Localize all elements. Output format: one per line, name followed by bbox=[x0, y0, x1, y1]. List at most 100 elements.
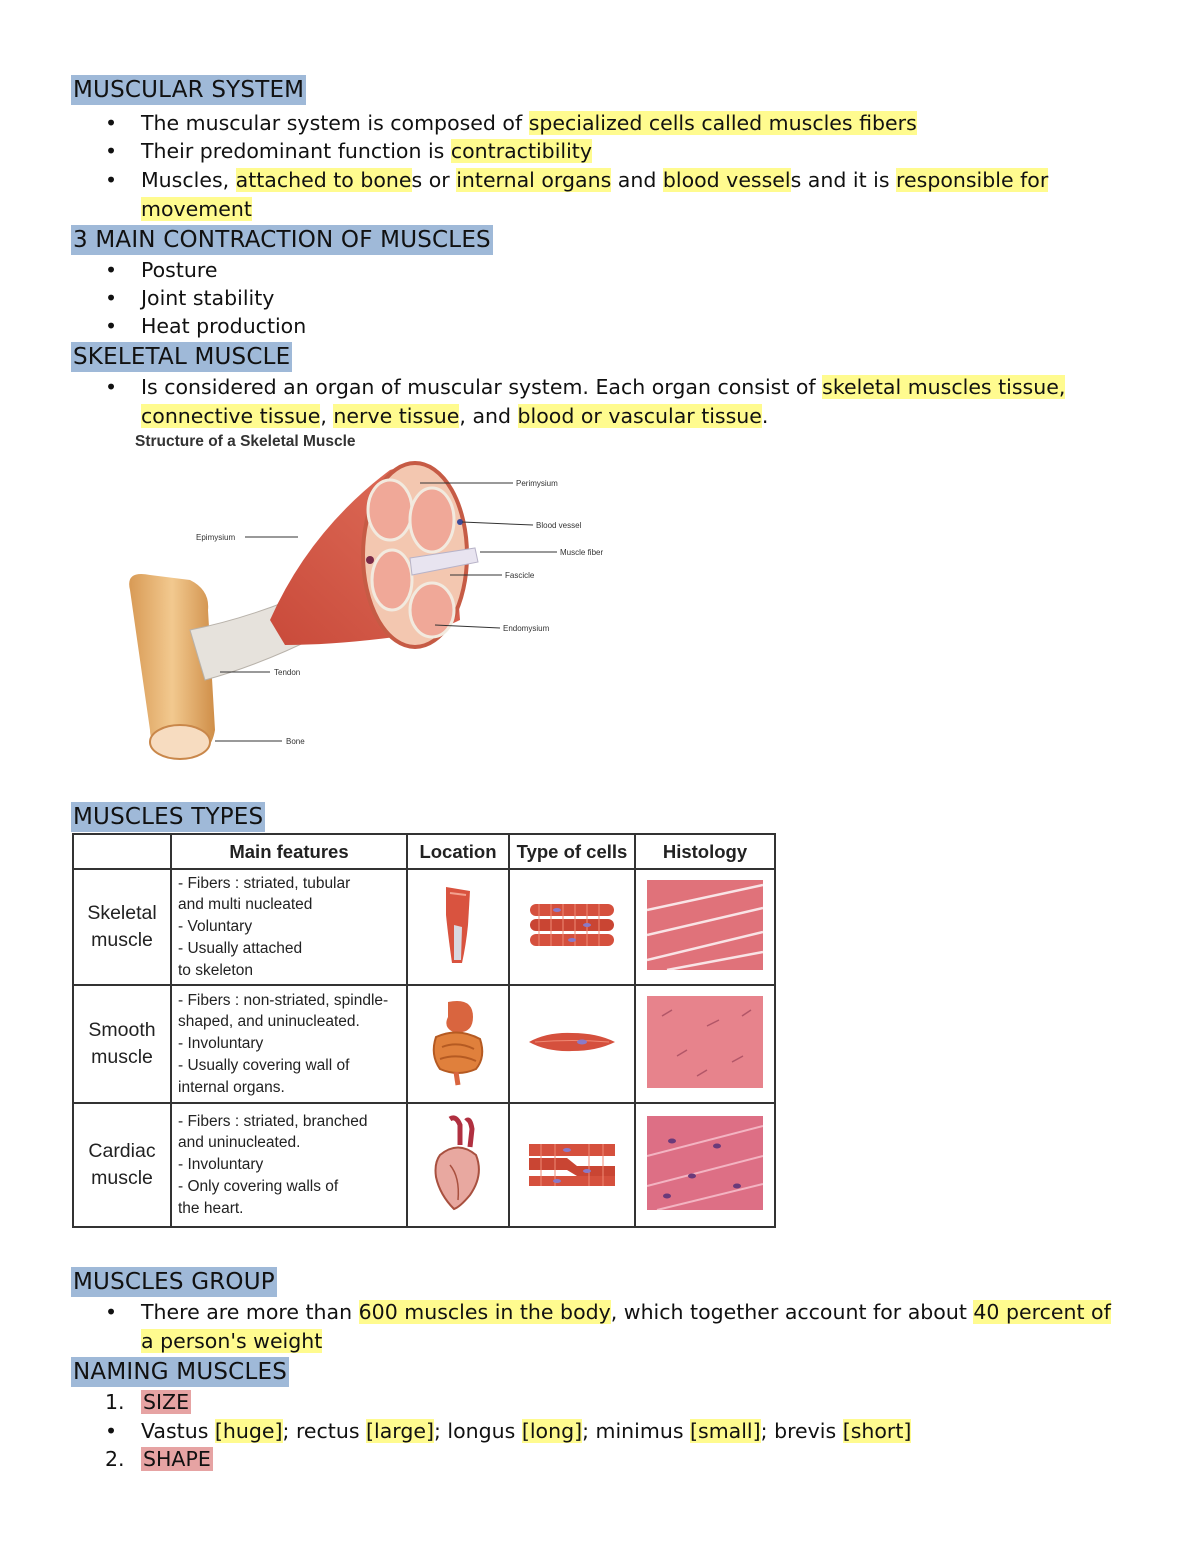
fascicle-4 bbox=[408, 581, 456, 639]
feature-line: to skeleton bbox=[178, 961, 253, 979]
fascicle-3 bbox=[370, 548, 414, 612]
label-muscle-fiber: Muscle fiber bbox=[560, 548, 603, 557]
text: Their predominant function is bbox=[141, 139, 451, 163]
label-blood-vessel: Blood vessel bbox=[536, 521, 582, 530]
features-smooth: - Fibers : non-striated, spindle- shaped… bbox=[170, 984, 408, 1104]
row-label-cardiac: Cardiac muscle bbox=[72, 1102, 172, 1228]
bullet-marker: • bbox=[105, 168, 118, 192]
features-cardiac: - Fibers : striated, branched and uninuc… bbox=[170, 1102, 408, 1228]
text: s and it is bbox=[790, 168, 897, 192]
text: , which together account for about bbox=[610, 1300, 974, 1324]
highlight: [huge] bbox=[214, 1419, 283, 1443]
heading-muscles-group: MUSCLES GROUP bbox=[71, 1267, 277, 1297]
highlight: [small] bbox=[690, 1419, 761, 1443]
histology-cardiac bbox=[634, 1102, 776, 1228]
cardiac-histology-image bbox=[646, 1115, 764, 1211]
bullet-marker: • bbox=[105, 314, 118, 338]
muscle-fiber-protruding bbox=[409, 547, 479, 576]
bullet-skeletal-organ: • Is considered an organ of muscular sys… bbox=[105, 373, 1125, 430]
text: ; rectus bbox=[282, 1419, 367, 1443]
feature-line: - Involuntary bbox=[178, 1035, 264, 1053]
feature-line: and uninucleated. bbox=[178, 1134, 301, 1152]
bullet-composition: • The muscular system is composed of spe… bbox=[105, 109, 1125, 138]
table-row: Cardiac muscle - Fibers : striated, branc… bbox=[72, 1102, 776, 1228]
text: Is considered an organ of muscular syste… bbox=[141, 375, 823, 399]
skeletal-histology-image bbox=[646, 879, 764, 971]
highlight-red: SIZE bbox=[141, 1390, 192, 1414]
text: , and bbox=[459, 403, 518, 428]
row-label-line: muscle bbox=[91, 929, 153, 951]
header-histology: Histology bbox=[634, 833, 776, 870]
location-smooth bbox=[406, 984, 510, 1104]
highlight: specialized cells called muscles fibers bbox=[528, 111, 917, 135]
bullet-muscle-count: • There are more than 600 muscles in the… bbox=[105, 1298, 1125, 1355]
heading-muscles-types: MUSCLES TYPES bbox=[71, 802, 266, 832]
smooth-histology-image bbox=[647, 995, 763, 1088]
numbered-item-size: 1. SIZE bbox=[105, 1388, 192, 1417]
list-number: 1. bbox=[105, 1390, 125, 1414]
cells-cardiac bbox=[508, 1102, 636, 1228]
table-header-row: Main features Location Type of cells His… bbox=[72, 833, 776, 870]
heading-skeletal-muscle: SKELETAL MUSCLE bbox=[71, 342, 293, 372]
cells-smooth bbox=[508, 984, 636, 1104]
row-label-line: muscle bbox=[91, 1167, 153, 1189]
text: ; longus bbox=[433, 1419, 522, 1443]
row-label-line: Cardiac bbox=[88, 1140, 156, 1162]
list-item-heat-production: • Heat production bbox=[105, 312, 1125, 341]
bullet-marker: • bbox=[105, 375, 118, 399]
highlight: internal organs bbox=[456, 168, 612, 192]
text: Vastus bbox=[141, 1419, 215, 1443]
feature-line: - Fibers : non-striated, spindle- bbox=[178, 991, 389, 1009]
header-type-of-cells: Type of cells bbox=[508, 833, 636, 870]
row-label-smooth: Smooth muscle bbox=[72, 984, 172, 1104]
list-item-joint-stability: • Joint stability bbox=[105, 284, 1125, 313]
highlight: 600 muscles in the body bbox=[358, 1300, 611, 1324]
feature-line: - Only covering walls of bbox=[178, 1177, 339, 1195]
text: Muscles, bbox=[141, 168, 236, 192]
row-label-line: Skeletal bbox=[87, 902, 157, 924]
highlight: [long] bbox=[521, 1419, 583, 1443]
skeletal-muscle-figure: Structure of a Skeletal Muscle bbox=[120, 430, 640, 770]
fascicle-2 bbox=[408, 486, 456, 554]
text: , bbox=[320, 403, 334, 428]
label-tendon: Tendon bbox=[274, 668, 300, 677]
table-row: Smooth muscle - Fibers : non-striated, sp… bbox=[72, 984, 776, 1104]
label-fascicle: Fascicle bbox=[505, 571, 535, 580]
location-skeletal bbox=[406, 868, 510, 986]
blood-vessel-dot bbox=[457, 519, 463, 525]
muscle-structure-illustration: Perimysium Blood vessel Muscle fiber Fas… bbox=[129, 461, 603, 760]
row-label-line: Smooth bbox=[88, 1019, 156, 1041]
heading-muscular-system: MUSCULAR SYSTEM bbox=[71, 75, 307, 105]
cells-skeletal bbox=[508, 868, 636, 986]
label-endomysium: Endomysium bbox=[503, 624, 550, 633]
feature-line: the heart. bbox=[178, 1199, 244, 1217]
highlight-red: SHAPE bbox=[141, 1447, 213, 1471]
feature-line: shaped, and uninucleated. bbox=[178, 1013, 360, 1031]
feature-line: - Usually attached bbox=[178, 939, 303, 957]
heading-naming-muscles: NAMING MUSCLES bbox=[71, 1357, 289, 1387]
text: There are more than bbox=[141, 1300, 359, 1324]
list-number: 2. bbox=[105, 1447, 125, 1471]
row-label-line: muscle bbox=[91, 1046, 153, 1068]
cardiac-cells-icon bbox=[529, 1143, 615, 1186]
muscle-types-table: Main features Location Type of cells His… bbox=[72, 833, 776, 1228]
digestive-organs-icon bbox=[432, 1000, 484, 1085]
fascicle-1 bbox=[366, 478, 414, 542]
location-cardiac bbox=[406, 1102, 510, 1228]
feature-line: internal organs. bbox=[178, 1078, 285, 1096]
heading-main-contraction: 3 MAIN CONTRACTION OF MUSCLES bbox=[71, 225, 493, 255]
text: s or bbox=[411, 168, 457, 192]
text: . bbox=[761, 403, 769, 428]
text: and bbox=[611, 168, 663, 192]
bullet-attachment: • Muscles, attached to bones or internal… bbox=[105, 166, 1125, 223]
bullet-size-terms: • Vastus [huge]; rectus [large]; longus … bbox=[105, 1417, 1125, 1446]
text: ; brevis bbox=[760, 1419, 843, 1443]
list-item-posture: • Posture bbox=[105, 256, 1125, 285]
feature-line: - Involuntary bbox=[178, 1156, 264, 1174]
header-location: Location bbox=[406, 833, 510, 870]
highlight: [short] bbox=[842, 1419, 912, 1443]
list-item-text: Posture bbox=[141, 258, 218, 282]
highlight: nerve tissue bbox=[333, 403, 460, 428]
header-main-features: Main features bbox=[170, 833, 408, 870]
